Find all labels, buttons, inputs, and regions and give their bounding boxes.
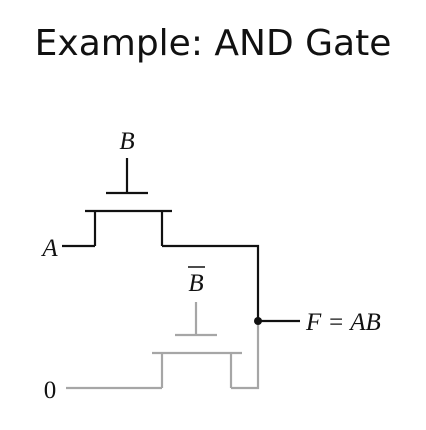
transistor-b-bar: [152, 302, 242, 388]
wire-output: [162, 244, 300, 323]
label-input-b: B: [119, 128, 134, 155]
output-node-dot: [254, 317, 262, 325]
label-input-zero: 0: [44, 377, 57, 404]
label-output: F = AB: [305, 309, 381, 336]
label-input-a: A: [40, 235, 58, 262]
slide-title: Example: AND Gate: [34, 23, 392, 64]
wire-b-bar-to-output: [231, 325, 260, 390]
label-input-b-bar: B: [188, 270, 203, 297]
transistor-b: [85, 158, 172, 246]
